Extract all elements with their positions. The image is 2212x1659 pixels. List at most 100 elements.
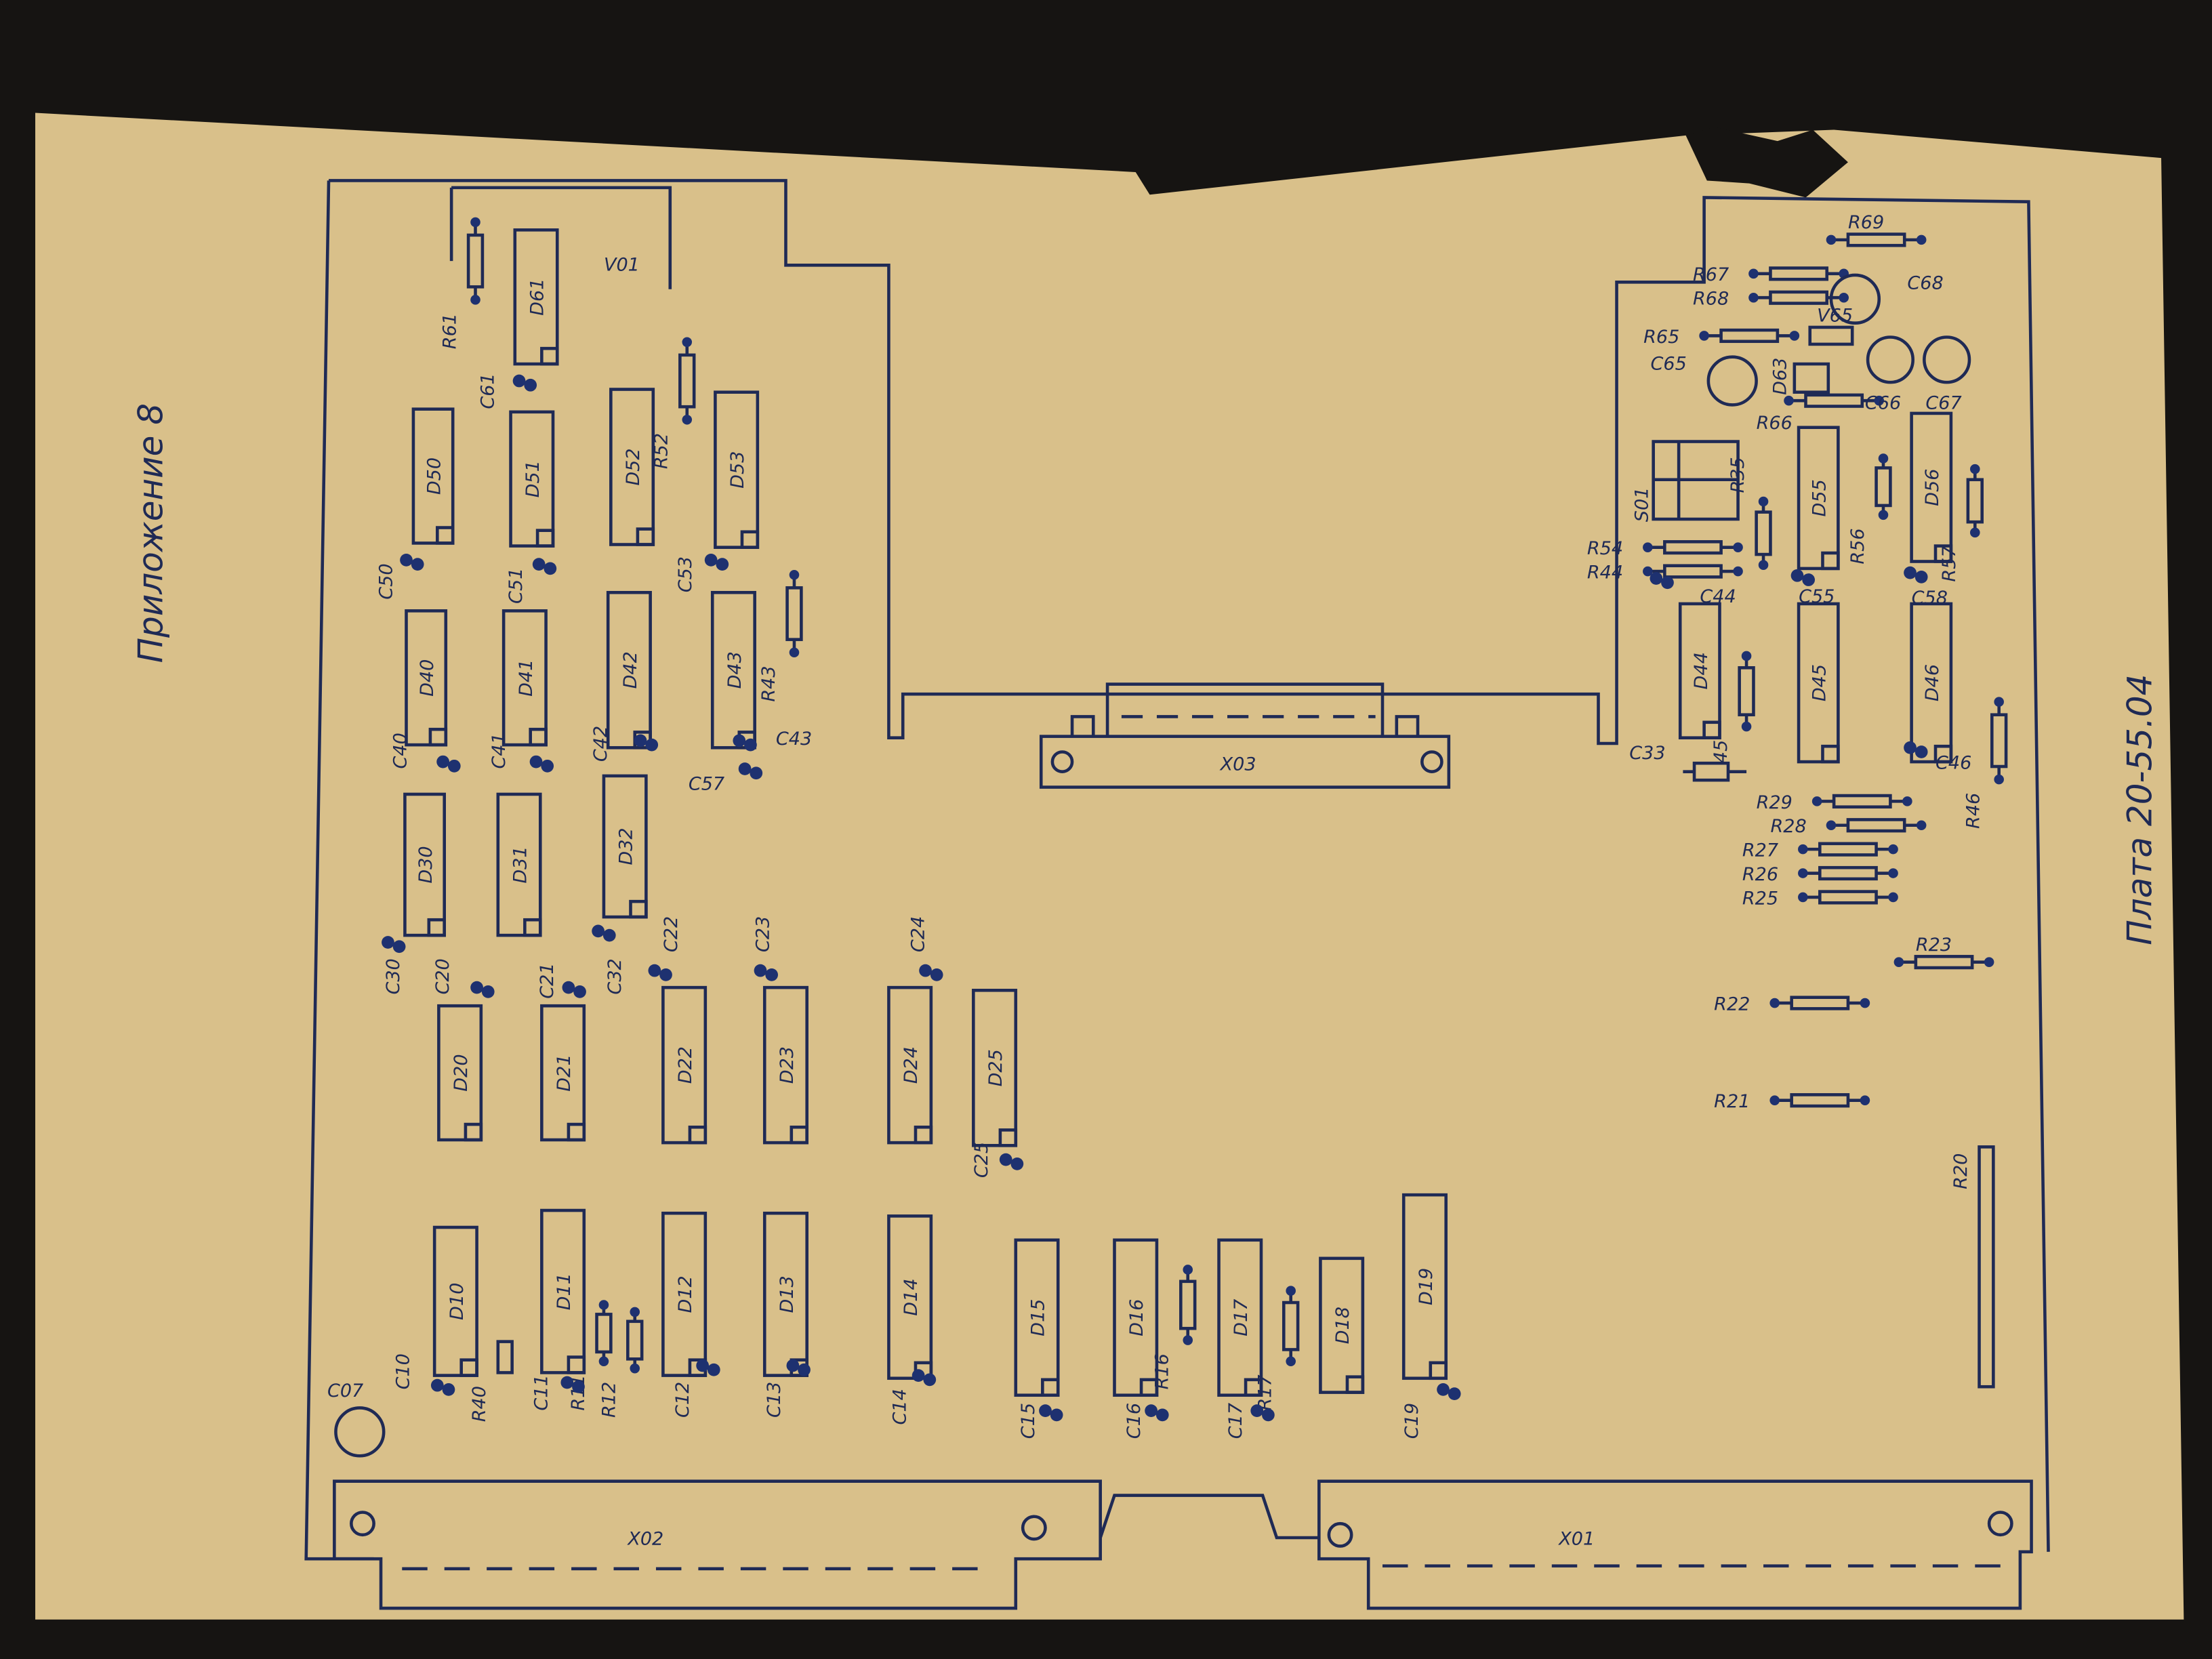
chip-label: D17 <box>1231 1299 1252 1336</box>
chip-label: D14 <box>901 1278 922 1315</box>
resistor-r56: R56 <box>1847 453 1892 565</box>
chip-label: D46 <box>1922 664 1943 701</box>
chip-label: D12 <box>675 1275 696 1313</box>
resistor-label: R46 <box>1963 793 1984 829</box>
capacitor-label: C20 <box>432 958 453 994</box>
capacitor-label: C42 <box>590 726 611 762</box>
capacitor-c10: C10 <box>393 1353 455 1396</box>
capacitor-c12: C12 <box>672 1359 720 1418</box>
resistor-label: R21 <box>1714 1091 1750 1112</box>
capacitor-c13: C13 <box>764 1359 811 1418</box>
capacitor-label: C50 <box>376 563 397 599</box>
resistor-label: R68 <box>1693 289 1729 310</box>
resistor-r40: R40 <box>469 1340 514 1422</box>
resistor-label: R25 <box>1742 888 1778 909</box>
chip-d44: D44 <box>1678 602 1721 739</box>
chip-d61: D61 <box>513 228 559 366</box>
resistor-label: R56 <box>1847 528 1868 564</box>
capacitor-label: C21 <box>537 962 558 998</box>
capacitor-c33: C33 <box>1629 743 1747 782</box>
capacitor-label: C13 <box>764 1382 785 1418</box>
capacitor-c53: C53 <box>675 554 729 592</box>
chip-label: D53 <box>727 451 748 489</box>
capacitor-c44: C44 <box>1650 572 1736 607</box>
chip-d11: D11 <box>540 1208 586 1374</box>
connector-x03-label: X03 <box>1219 754 1256 775</box>
chip-label: D30 <box>415 846 436 883</box>
chip-d55: D55 <box>1797 426 1840 571</box>
resistor-label: R43 <box>758 665 779 701</box>
chip-label: D21 <box>554 1054 575 1091</box>
capacitor-label: C25 <box>971 1142 992 1178</box>
chip-d30: D30 <box>403 792 447 937</box>
capacitor-label: C41 <box>489 733 510 769</box>
capacitor-label: C33 <box>1629 743 1665 764</box>
chip-d15: D15 <box>1014 1238 1060 1397</box>
chip-label: D11 <box>554 1273 575 1310</box>
capacitor-c20: C20 <box>432 958 495 998</box>
capacitor-label: C11 <box>531 1374 552 1410</box>
chip-d50: D50 <box>411 407 455 545</box>
resistor-label: R22 <box>1714 994 1750 1015</box>
resistor-label: R35 <box>1727 457 1748 493</box>
capacitor-c50: C50 <box>376 554 424 600</box>
chip-d12: D12 <box>661 1211 708 1377</box>
resistor-r43: R43 <box>758 569 803 702</box>
resistor-r23: R23 <box>1893 935 1994 970</box>
chip-label: D15 <box>1027 1299 1048 1336</box>
resistor-r20: R20 <box>1950 1145 1995 1389</box>
capacitor-c25: C25 <box>971 1142 1024 1178</box>
appendix-title: Приложение 8 <box>131 403 170 663</box>
resistor-r16: R16 <box>1152 1265 1197 1389</box>
capacitor-label: C23 <box>752 916 773 952</box>
chip-label: D42 <box>620 651 641 689</box>
capacitor-c58: C58 <box>1904 566 1948 609</box>
capacitor-c23: C23 <box>752 916 779 981</box>
chip-label: D31 <box>510 846 531 883</box>
capacitor-label: C24 <box>907 916 928 952</box>
zone-label-v01: V01 <box>604 255 640 276</box>
chip-d45: D45 <box>1797 602 1840 764</box>
capacitor-label: C58 <box>1912 588 1948 609</box>
chip-label: D20 <box>451 1054 472 1091</box>
chip-label: D10 <box>447 1283 468 1320</box>
chip-label: D45 <box>1809 664 1830 701</box>
resistor-r26: R26 <box>1742 864 1898 885</box>
connector-x01-label: X01 <box>1557 1528 1595 1549</box>
resistor-r25: R25 <box>1742 888 1898 909</box>
resistor-r67: R67 <box>1693 264 1849 285</box>
round-capacitor-c68: C68 <box>1829 273 1944 325</box>
capacitor-label: C44 <box>1700 586 1736 607</box>
resistor-label: R26 <box>1742 864 1778 885</box>
paper-tear <box>1685 127 1848 198</box>
chip-d41: D41 <box>501 609 548 747</box>
chip-label: D52 <box>623 448 644 485</box>
resistor-label: R66 <box>1757 413 1793 434</box>
resistor-label: R16 <box>1152 1353 1173 1389</box>
resistor-label: R57 <box>1939 546 1960 581</box>
capacitor-label: C68 <box>1907 273 1943 294</box>
chip-d31: D31 <box>496 792 542 937</box>
resistor-r66: R66 <box>1757 393 1885 434</box>
resistor-r21: R21 <box>1714 1091 1870 1112</box>
resistor-label: R20 <box>1950 1153 1971 1189</box>
chip-d10: D10 <box>432 1225 478 1377</box>
resistor-r65: R65 <box>1643 327 1800 348</box>
resistor-r29: R29 <box>1757 792 1912 813</box>
connector-x02-label: X02 <box>626 1528 663 1549</box>
chip-d52: D52 <box>609 388 655 546</box>
resistor-r52: R52 <box>651 337 696 469</box>
capacitor-c11: C11 <box>531 1374 585 1411</box>
chip-label: D32 <box>616 827 637 865</box>
resistor-r46: R46 <box>1963 697 2008 829</box>
capacitor-label: C12 <box>672 1382 693 1418</box>
chip-label: D19 <box>1416 1268 1437 1305</box>
capacitor-c14: C14 <box>889 1369 937 1425</box>
resistor-label: R23 <box>1916 935 1952 956</box>
capacitor-label: C55 <box>1799 586 1835 607</box>
chip-label: D16 <box>1126 1299 1147 1336</box>
chip-label: D43 <box>724 651 745 689</box>
capacitor-label: C16 <box>1124 1403 1145 1439</box>
chip-d53: D53 <box>714 390 760 549</box>
